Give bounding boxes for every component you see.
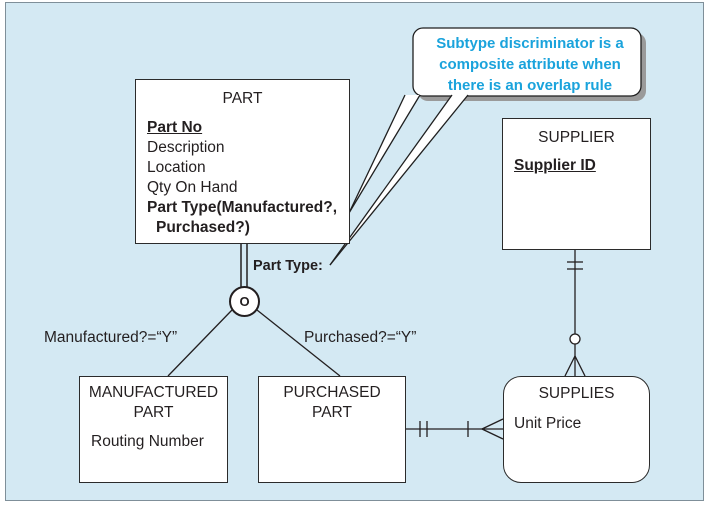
unit-price-attribute: Unit Price [514, 415, 582, 432]
purchased-part-name-2: PART [312, 404, 352, 421]
part-type-attribute: Part Type(Manufactured?, [147, 199, 338, 216]
qty-on-hand-attribute: Qty On Hand [147, 179, 238, 196]
purchased-condition-label: Purchased?=“Y” [304, 329, 417, 346]
purchased-supplies-relationship [406, 418, 504, 440]
overlap-rule-circle: O [229, 286, 260, 317]
manufactured-part-entity: MANUFACTURED PART Routing Number [79, 376, 228, 483]
purchased-part-name-1: PURCHASED [283, 384, 381, 401]
supplier-entity-name: SUPPLIER [538, 129, 615, 146]
part-attributes: Part No Description Location Qty On Hand… [147, 118, 337, 238]
purchased-part-entity: PURCHASED PART [258, 376, 406, 483]
part-entity-name: PART [222, 90, 263, 107]
callout-line-1: Subtype discriminator is a [436, 35, 624, 52]
supplies-entity: SUPPLIES Unit Price [503, 376, 650, 483]
location-attribute: Location [147, 159, 206, 176]
subtype-line-purchased [256, 309, 341, 377]
callout-line-3: there is an overlap rule [447, 77, 613, 94]
supplier-supplies-relationship [564, 250, 586, 377]
part-no-attribute: Part No [147, 119, 203, 136]
part-type-label: Part Type: [253, 258, 323, 274]
routing-number-attribute: Routing Number [91, 433, 204, 450]
supplier-entity: SUPPLIER Supplier ID [502, 118, 651, 250]
part-type-attribute-cont: Purchased?) [156, 219, 250, 236]
subtype-line-manufactured [167, 309, 233, 377]
manufactured-part-name-1: MANUFACTURED [88, 384, 219, 401]
part-entity: PART Part No Description Location Qty On… [135, 79, 350, 244]
manufactured-condition-label: Manufactured?=“Y” [44, 329, 178, 346]
callout-box [329, 27, 646, 266]
callout-text: Subtype discriminator is a composite att… [416, 33, 644, 96]
manufactured-part-name-2: PART [133, 404, 174, 421]
supplies-entity-name: SUPPLIES [538, 385, 615, 402]
supplier-id-attribute: Supplier ID [514, 157, 596, 174]
description-attribute: Description [147, 139, 225, 156]
callout-line-2: composite attribute when [439, 56, 621, 73]
